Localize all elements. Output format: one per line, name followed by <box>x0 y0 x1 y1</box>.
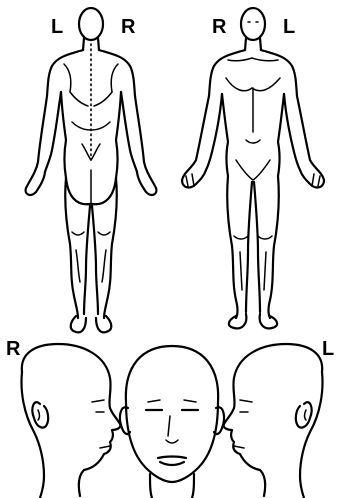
head-left-profile <box>224 344 323 498</box>
head-right-profile <box>22 344 121 498</box>
back-view-figure <box>26 8 157 332</box>
head-front <box>120 346 224 498</box>
front-view-figure <box>182 8 324 328</box>
